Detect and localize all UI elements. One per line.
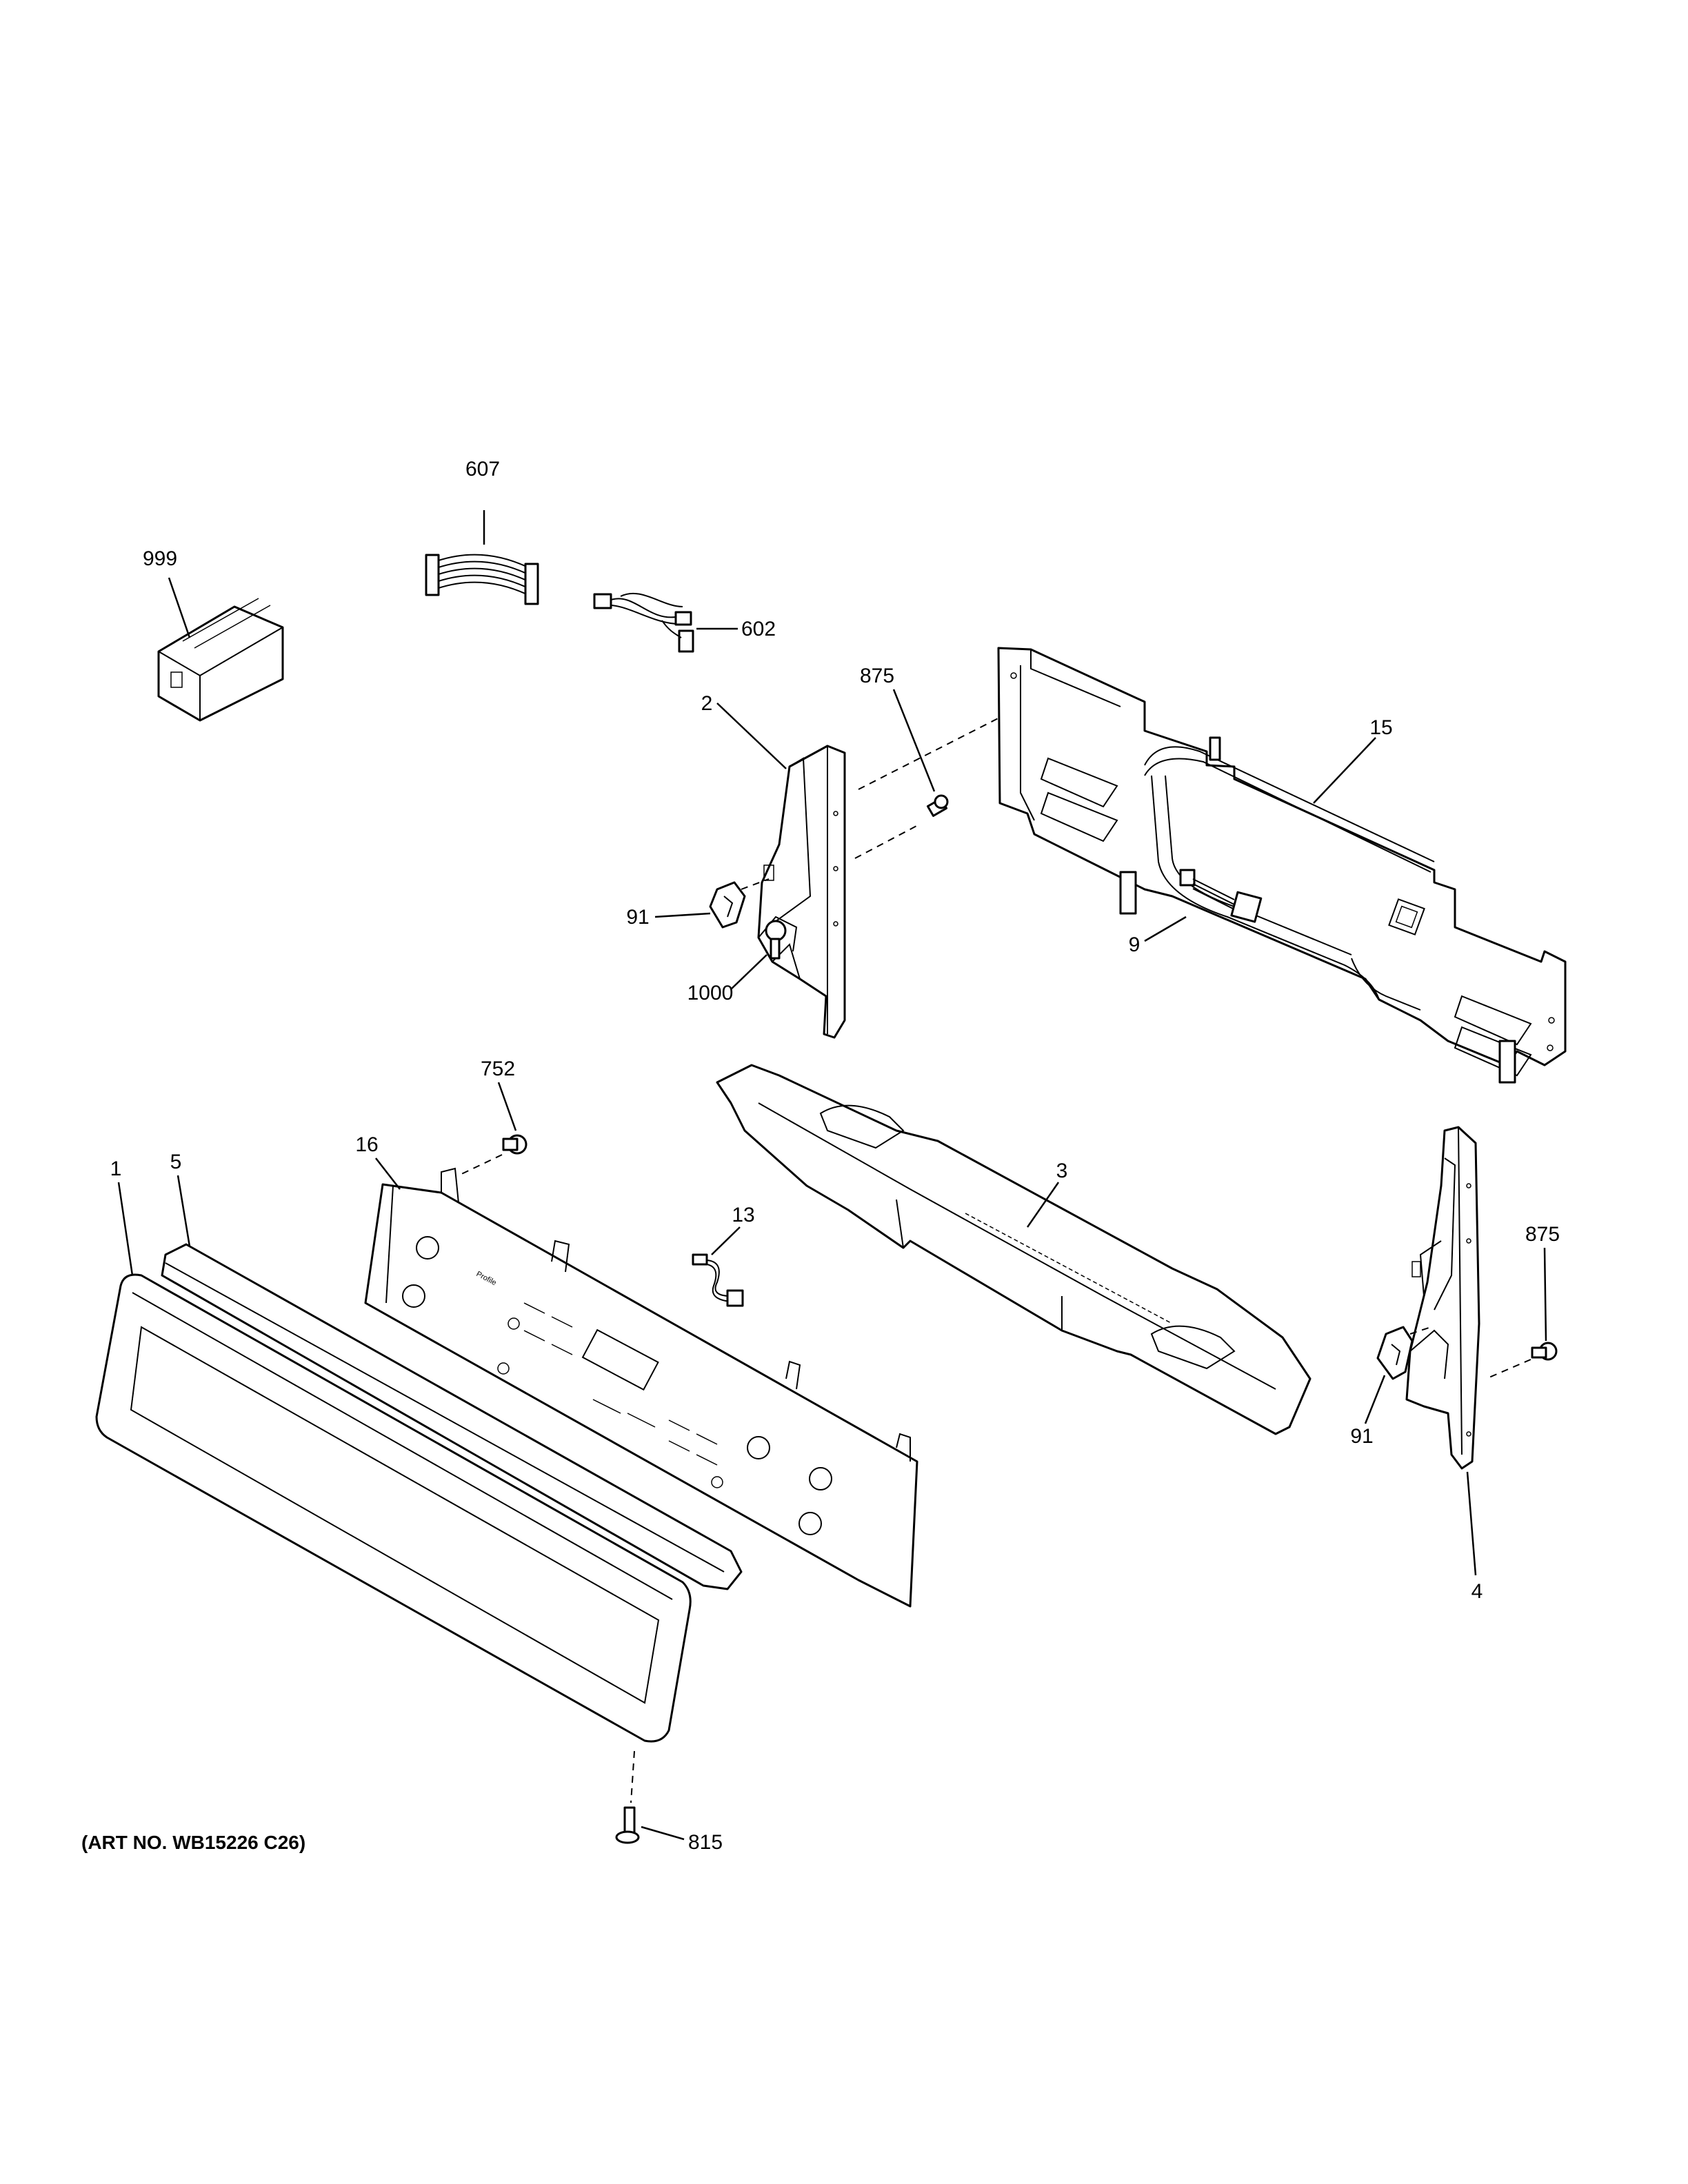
part-875-screw-right [1485, 1342, 1558, 1379]
part-607-ribbon-harness [425, 554, 539, 605]
part-5-trim-strip [161, 1243, 743, 1590]
part-4-right-side-bracket [1405, 1126, 1480, 1470]
callout-875-right: 875 [1525, 1223, 1560, 1246]
callout-607: 607 [465, 458, 500, 481]
part-16-control-panel: Profile [364, 1167, 918, 1608]
part-999-box [157, 598, 284, 722]
art-number: (ART NO. WB15226 C26) [81, 1832, 305, 1853]
callout-752: 752 [481, 1058, 515, 1080]
part-602-wire-harness [593, 592, 694, 653]
part-1000-screw [765, 920, 787, 960]
part-1-front-frame [95, 1273, 692, 1743]
part-13-wire-connector [692, 1253, 744, 1307]
part-815-screw [615, 1750, 640, 1844]
callout-3: 3 [1056, 1160, 1068, 1182]
part-15-rear-panel [997, 647, 1567, 1084]
callout-1: 1 [110, 1157, 122, 1180]
callout-9: 9 [1129, 933, 1141, 956]
part-752-screw [502, 1134, 528, 1155]
callout-875-top: 875 [860, 665, 894, 687]
callout-602: 602 [741, 618, 776, 640]
callout-999: 999 [143, 547, 177, 570]
part-3-manifold-shield [716, 1064, 1312, 1435]
part-91-clip-right [1376, 1326, 1431, 1380]
callout-16: 16 [355, 1133, 378, 1156]
callout-815: 815 [688, 1831, 723, 1854]
callout-91-left: 91 [626, 906, 649, 929]
callout-labels: 607 999 602 875 2 15 91 1000 9 752 16 1 … [110, 458, 1560, 1854]
callout-1000: 1000 [687, 982, 734, 1004]
callout-13: 13 [732, 1204, 754, 1226]
callout-5: 5 [170, 1151, 182, 1173]
callout-4: 4 [1471, 1580, 1483, 1603]
part-9-harness [1179, 869, 1263, 923]
callout-15: 15 [1369, 716, 1392, 739]
part-91-clip-left [709, 878, 770, 929]
part-875-screw-top [926, 794, 949, 817]
panel-buttons [523, 1302, 718, 1466]
callout-91-right: 91 [1350, 1425, 1373, 1448]
callout-2: 2 [701, 692, 713, 715]
part-2-left-side-bracket [757, 745, 846, 1039]
